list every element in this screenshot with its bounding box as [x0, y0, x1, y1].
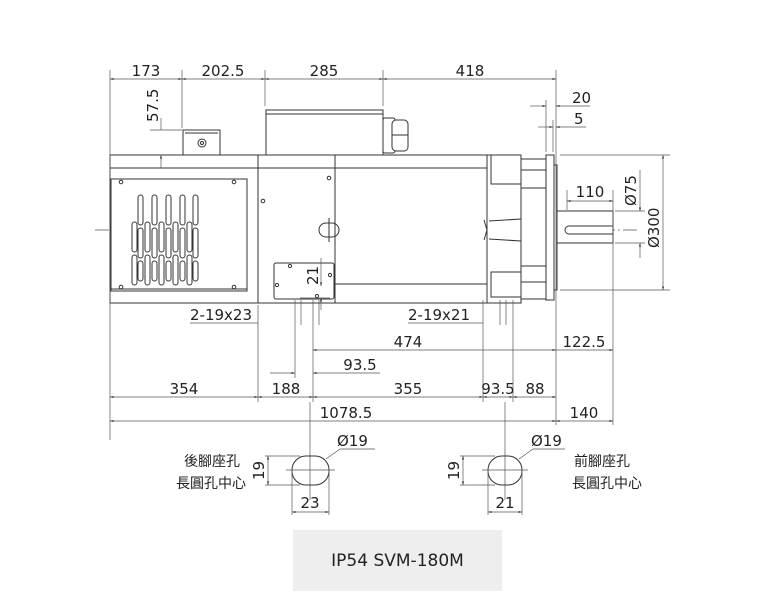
vent-slot: [172, 254, 179, 286]
vent-slot: [179, 194, 186, 226]
vent-slot: [137, 260, 144, 282]
dimension-lines: [110, 77, 665, 423]
dim-285: 285: [310, 62, 339, 80]
dim-418: 418: [456, 62, 485, 80]
rear-hole-label-1: 後腳座孔: [184, 454, 240, 470]
vent-slot: [186, 221, 193, 253]
terminal-box: [265, 109, 409, 156]
vent-slot: [179, 260, 186, 282]
rear-hole-height: 19: [250, 461, 268, 480]
vent-slot: [137, 227, 144, 259]
dim-188: 188: [272, 380, 301, 398]
front-hole-dia: Ø19: [531, 432, 562, 450]
front-hole-height: 19: [445, 461, 463, 480]
vent-slots: [131, 194, 199, 286]
vent-slot: [144, 254, 151, 286]
extension-lines: [109, 70, 670, 500]
dim-20: 20: [572, 89, 591, 107]
vent-slot: [137, 194, 144, 226]
dim-173: 173: [132, 62, 161, 80]
vent-slot: [172, 221, 179, 253]
vent-slot: [131, 221, 138, 253]
dim-140: 140: [570, 404, 599, 422]
vent-slot: [165, 260, 172, 282]
vent-slot: [151, 227, 158, 259]
rear-hole-dia: Ø19: [337, 432, 368, 450]
vent-slot: [151, 194, 158, 226]
model-title: IP54 SVM-180M: [293, 530, 502, 591]
vent-slot: [158, 254, 165, 286]
rear-hole-label-2: 長圓孔中心: [176, 476, 246, 492]
dim-21-foot: 21: [304, 266, 322, 285]
front-hole-detail: [460, 448, 565, 515]
dim-355: 355: [394, 380, 423, 398]
vent-slot: [151, 260, 158, 282]
rear-hole-spec: 2-19x23: [190, 306, 252, 324]
vent-slot: [192, 260, 199, 282]
front-hole-spec: 2-19x21: [408, 306, 470, 324]
vent-slot: [131, 254, 138, 286]
rear-hole-detail: [265, 448, 375, 515]
dim-88: 88: [525, 380, 544, 398]
small-junction-box: [182, 129, 221, 156]
dim-dia-75: Ø75: [622, 175, 640, 206]
vent-slot: [192, 227, 199, 259]
dim-57-5: 57.5: [144, 89, 162, 122]
vent-slot: [158, 221, 165, 253]
dim-474: 474: [394, 333, 423, 351]
vent-slot: [186, 254, 193, 286]
vent-slot: [144, 221, 151, 253]
dim-110: 110: [576, 183, 605, 201]
vent-slot: [192, 194, 199, 226]
dim-5: 5: [574, 110, 584, 128]
front-hole-label-2: 長圓孔中心: [572, 476, 642, 492]
dim-93-5-upper: 93.5: [343, 356, 376, 374]
dim-93-5: 93.5: [481, 380, 514, 398]
front-flange: [483, 154, 558, 304]
vent-slot: [165, 227, 172, 259]
dim-122-5: 122.5: [563, 333, 606, 351]
dim-1078-5: 1078.5: [320, 404, 373, 422]
dim-354: 354: [170, 380, 199, 398]
vent-slot: [179, 227, 186, 259]
vent-slot: [165, 194, 172, 226]
front-hole-width: 21: [495, 494, 514, 512]
front-hole-label-1: 前腳座孔: [574, 453, 630, 470]
shaft: [556, 210, 614, 244]
dim-202-5: 202.5: [202, 62, 245, 80]
dim-dia-300: Ø300: [645, 208, 663, 248]
rear-hole-width: 23: [300, 494, 319, 512]
